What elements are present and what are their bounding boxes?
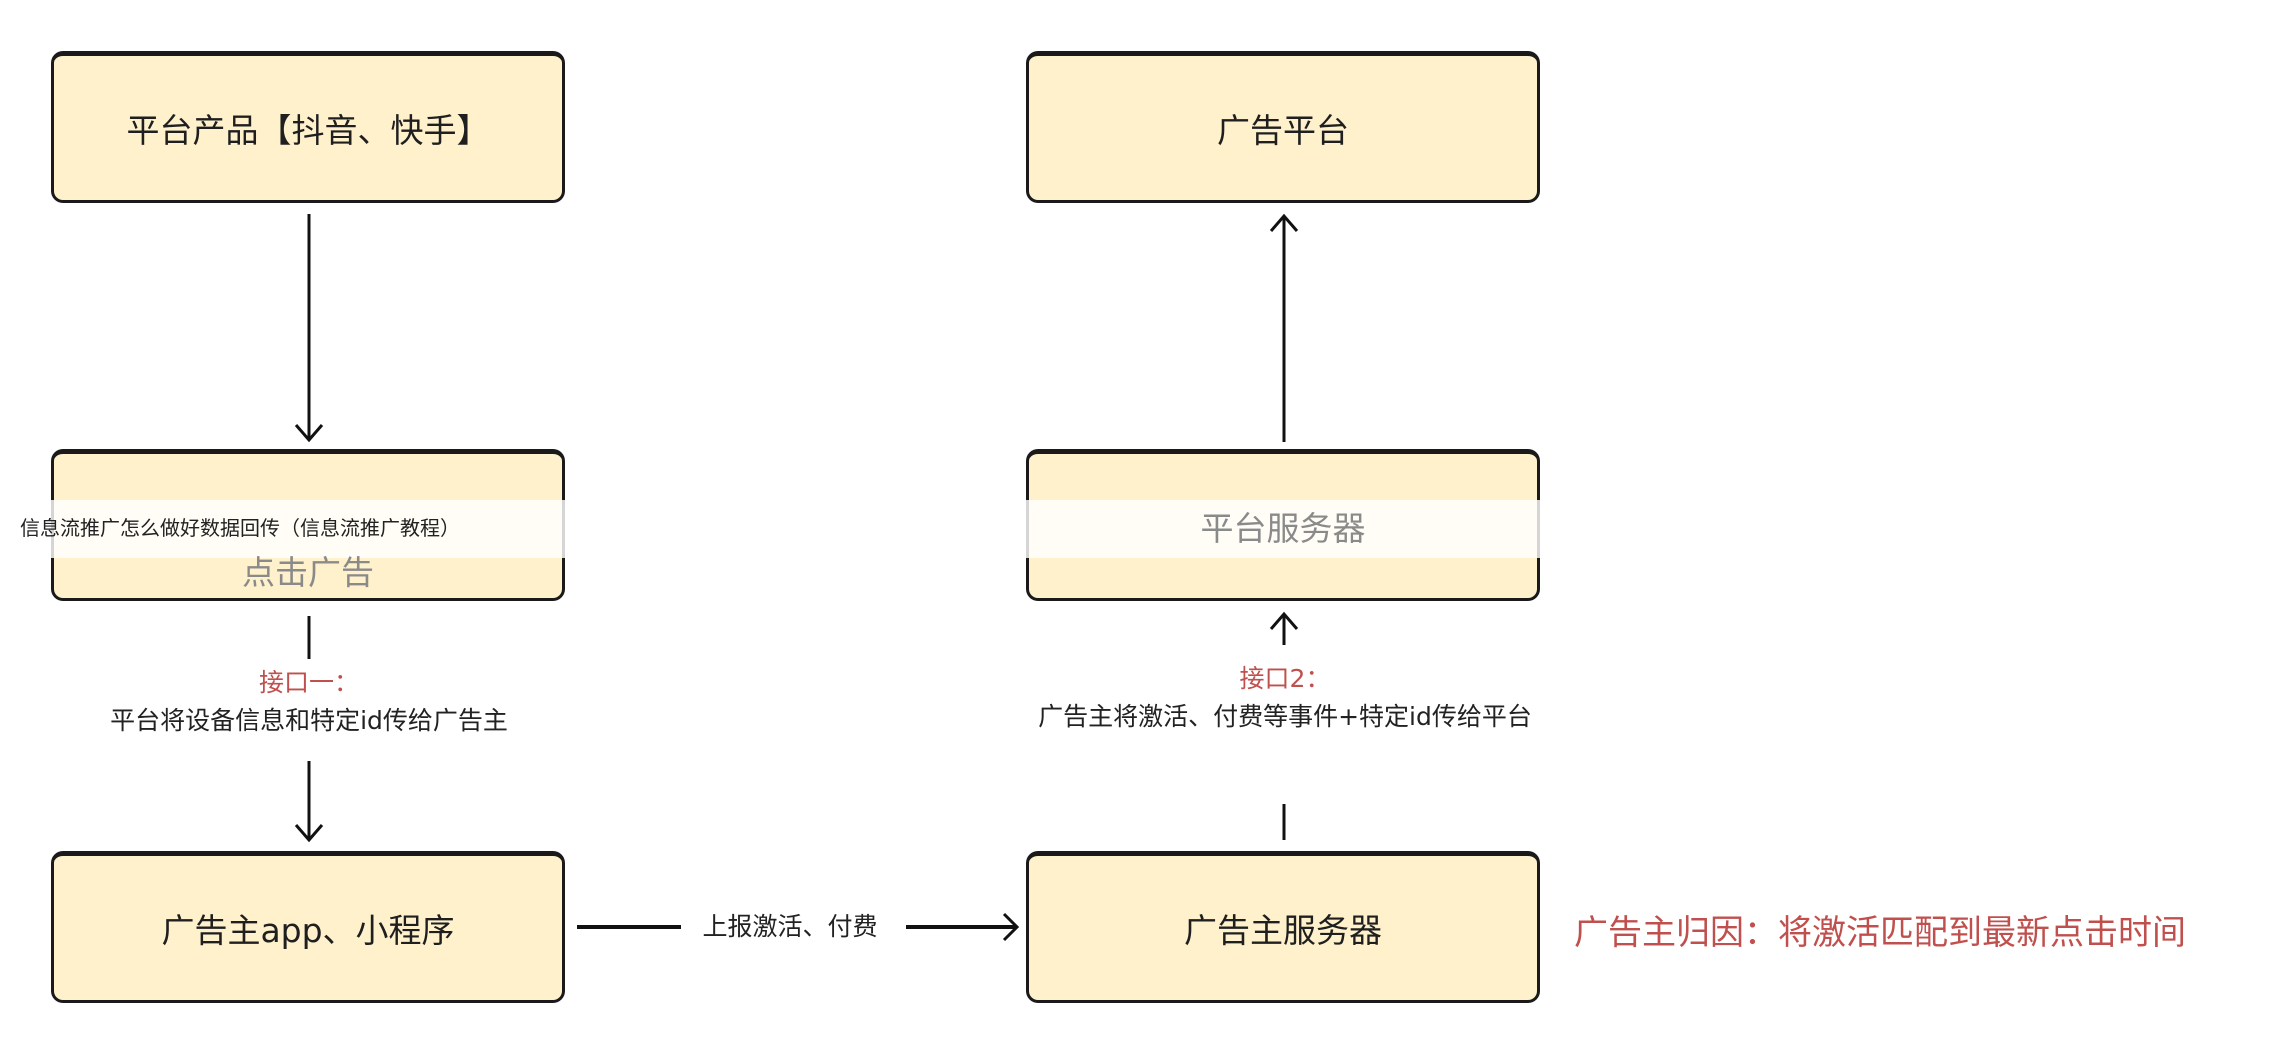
node-label: 广告平台 xyxy=(1217,111,1349,150)
overlay-caption: 信息流推广怎么做好数据回传（信息流推广教程） xyxy=(20,516,460,540)
overlay-banner xyxy=(0,500,2272,558)
interface1-desc: 平台将设备信息和特定id传给广告主 xyxy=(110,706,508,735)
arrowhead xyxy=(1269,213,1299,232)
node-advertiser-server: 广告主服务器 xyxy=(1026,851,1540,1003)
node-label: 广告主app、小程序 xyxy=(161,911,455,950)
arrowhead xyxy=(294,424,324,443)
node-label: 广告主服务器 xyxy=(1184,911,1382,950)
interface1-label: 接口一： 平台将设备信息和特定id传给广告主 xyxy=(60,664,558,740)
node-label: 平台服务器 xyxy=(1200,509,1366,548)
interface2-label: 接口2： 广告主将激活、付费等事件+特定id传给平台 xyxy=(1020,660,1550,736)
node-ad-platform: 广告平台 xyxy=(1026,51,1540,203)
report-label: 上报激活、付费 xyxy=(690,908,890,946)
node-label: 平台产品【抖音、快手】 xyxy=(126,111,490,150)
node-label: 点击广告 xyxy=(242,553,374,592)
arrowhead xyxy=(1269,611,1299,630)
arrowhead xyxy=(294,824,324,843)
interface1-title: 接口一： xyxy=(258,668,359,697)
interface2-title: 接口2： xyxy=(1239,664,1331,693)
node-platform-product: 平台产品【抖音、快手】 xyxy=(51,51,565,203)
interface2-desc: 广告主将激活、付费等事件+特定id传给平台 xyxy=(1038,702,1532,731)
attribution-note: 广告主归因：将激活匹配到最新点击时间 xyxy=(1574,913,2186,953)
arrowhead xyxy=(1002,912,1020,942)
node-advertiser-app: 广告主app、小程序 xyxy=(51,851,565,1003)
